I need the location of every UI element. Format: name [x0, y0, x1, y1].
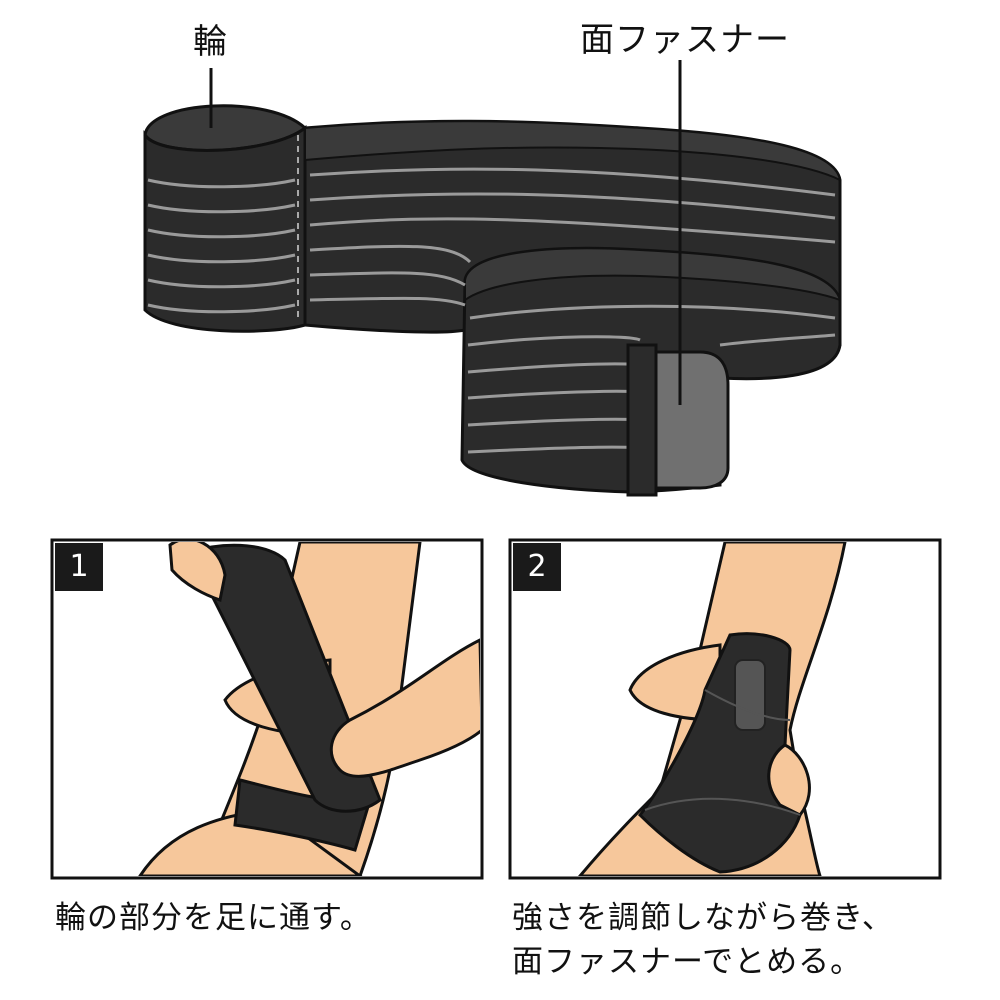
step-2-caption-line-2: 面ファスナーでとめる。 — [512, 944, 863, 980]
step-2-illustration — [508, 538, 942, 880]
step-2-number-badge: 2 — [513, 543, 561, 591]
ring-label: 輪 — [193, 22, 228, 62]
ring-stripes — [147, 178, 296, 314]
band-strap-fold-face — [464, 247, 842, 302]
band-strap-top-face — [304, 120, 842, 182]
step-1-caption: 輪の部分を足に通す。 — [55, 896, 372, 940]
step-1-caption-line-1: 輪の部分を足に通す。 — [55, 900, 372, 936]
band-ring-body — [143, 124, 307, 333]
step-2-caption: 強さを調節しながら巻き、 面ファスナーでとめる。 — [512, 896, 894, 984]
fastener-label: 面ファスナー — [580, 20, 790, 60]
strap-stripes-upper — [309, 167, 836, 307]
step-2-caption-line-1: 強さを調節しながら巻き、 — [512, 900, 894, 936]
band-diagram — [143, 60, 842, 497]
fastener-base — [626, 343, 658, 497]
step-1-number-badge: 1 — [55, 543, 103, 591]
step-1-illustration — [50, 538, 484, 880]
